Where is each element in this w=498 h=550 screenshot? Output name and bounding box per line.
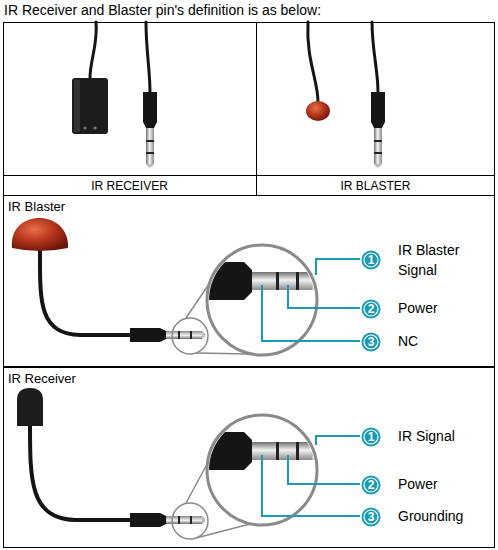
receiver-pin bbox=[83, 126, 86, 129]
callout-number: 1 bbox=[361, 250, 381, 270]
callout-number: 1 bbox=[361, 427, 381, 447]
section-panel: IR Blaster 1 2 3 bbox=[3, 195, 495, 367]
cable bbox=[90, 22, 96, 78]
audio-plug bbox=[143, 92, 157, 168]
leader-line bbox=[288, 455, 360, 484]
audio-plug bbox=[371, 92, 385, 168]
pin-name: IR Blaster Signal bbox=[398, 240, 478, 280]
leader-line bbox=[316, 436, 360, 445]
cable bbox=[146, 22, 150, 92]
panel-heading: IR Blaster bbox=[8, 199, 65, 214]
callout-digit: 2 bbox=[361, 299, 381, 319]
cable bbox=[308, 22, 318, 102]
table-rule bbox=[3, 175, 495, 176]
receiver-pin bbox=[93, 126, 96, 129]
blaster-dome bbox=[12, 218, 68, 251]
page-title: IR Receiver and Blaster pin's definition… bbox=[4, 2, 321, 18]
callout-digit: 3 bbox=[361, 507, 381, 527]
receiver-highlight bbox=[74, 80, 80, 132]
callout-fill bbox=[362, 476, 381, 495]
pin-name: Power bbox=[398, 298, 488, 318]
callout-number: 3 bbox=[361, 332, 381, 352]
callout-fill bbox=[362, 251, 381, 270]
callout-number: 3 bbox=[361, 507, 381, 527]
callout-fill bbox=[362, 428, 381, 447]
receiver-body bbox=[72, 78, 108, 134]
magnifier-ring bbox=[172, 503, 208, 539]
magnifier-ring bbox=[172, 318, 208, 354]
pin-name: Grounding bbox=[398, 506, 488, 526]
cable bbox=[372, 22, 378, 92]
magnifier-line bbox=[196, 353, 250, 354]
table-frame bbox=[4, 23, 495, 196]
cable bbox=[30, 425, 132, 520]
leader-line bbox=[316, 259, 360, 275]
blaster-dome bbox=[306, 101, 330, 121]
callout-fill bbox=[362, 333, 381, 352]
table-cell: IR BLASTER bbox=[256, 177, 495, 195]
pin-name: IR Signal bbox=[398, 426, 488, 446]
audio-plug bbox=[130, 513, 206, 527]
cable bbox=[40, 250, 132, 335]
panel-heading: IR Receiver bbox=[8, 371, 76, 386]
audio-plug bbox=[130, 328, 206, 342]
table-rule bbox=[256, 22, 257, 195]
table-cell: IR RECEIVER bbox=[3, 177, 256, 195]
callout-fill bbox=[362, 300, 381, 319]
leader-line bbox=[262, 455, 360, 516]
callout-digit: 1 bbox=[361, 250, 381, 270]
pin-name: Power bbox=[398, 474, 488, 494]
pin-name: NC bbox=[398, 331, 488, 351]
receiver-body bbox=[17, 388, 43, 426]
leader-line bbox=[288, 285, 360, 308]
callout-number: 2 bbox=[361, 475, 381, 495]
callout-fill bbox=[362, 508, 381, 527]
magnifier-line bbox=[196, 524, 250, 538]
callout-digit: 1 bbox=[361, 427, 381, 447]
callout-number: 2 bbox=[361, 299, 381, 319]
leader-line bbox=[262, 285, 360, 341]
callout-digit: 2 bbox=[361, 475, 381, 495]
callout-digit: 3 bbox=[361, 332, 381, 352]
